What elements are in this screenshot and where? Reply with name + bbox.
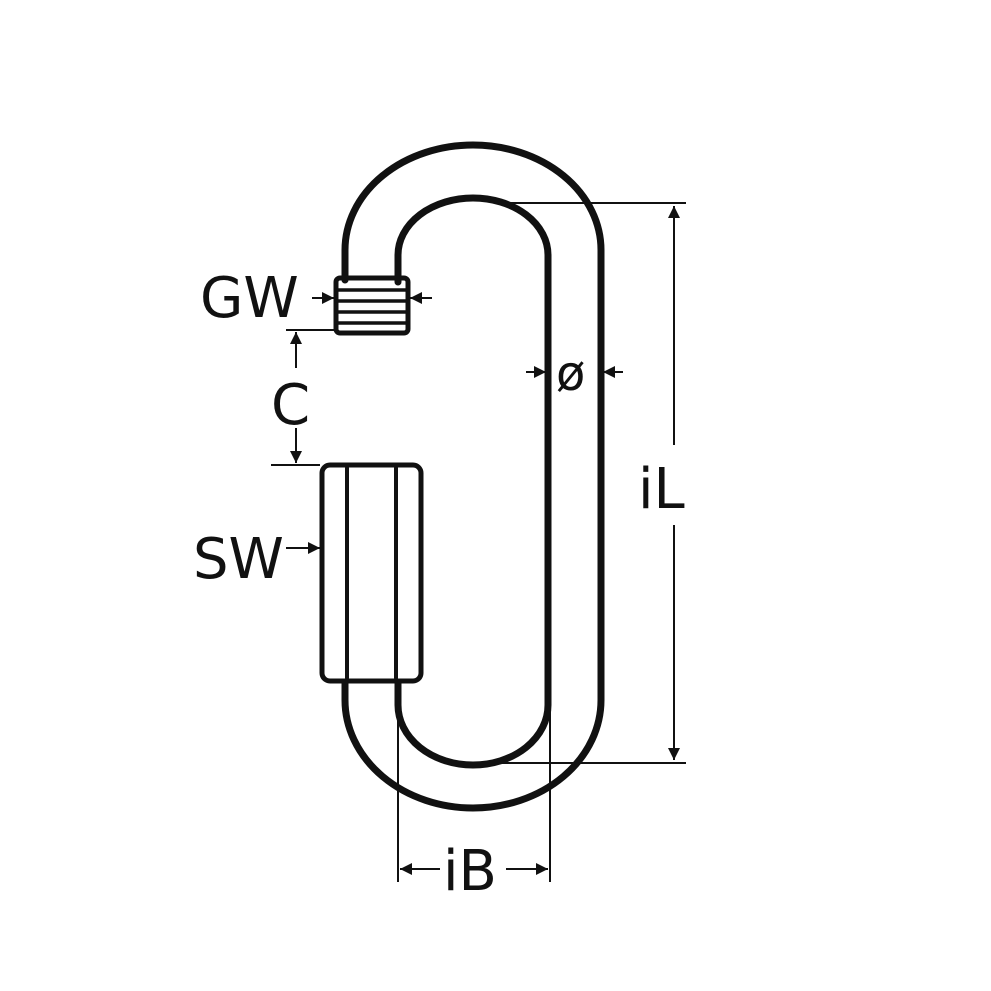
gate-thread bbox=[333, 275, 411, 336]
ib-dimension bbox=[397, 710, 551, 882]
gw-label: GW bbox=[200, 266, 299, 331]
sleeve-nut bbox=[319, 462, 424, 684]
sw-label: SW bbox=[193, 527, 284, 592]
il-dimension bbox=[498, 202, 686, 764]
quick-link-body bbox=[341, 141, 605, 812]
ib-label: iB bbox=[443, 839, 497, 904]
diameter-label: ø bbox=[556, 346, 585, 402]
il-label: iL bbox=[638, 457, 685, 522]
c-label: C bbox=[271, 373, 310, 438]
c-dimension bbox=[271, 329, 334, 466]
